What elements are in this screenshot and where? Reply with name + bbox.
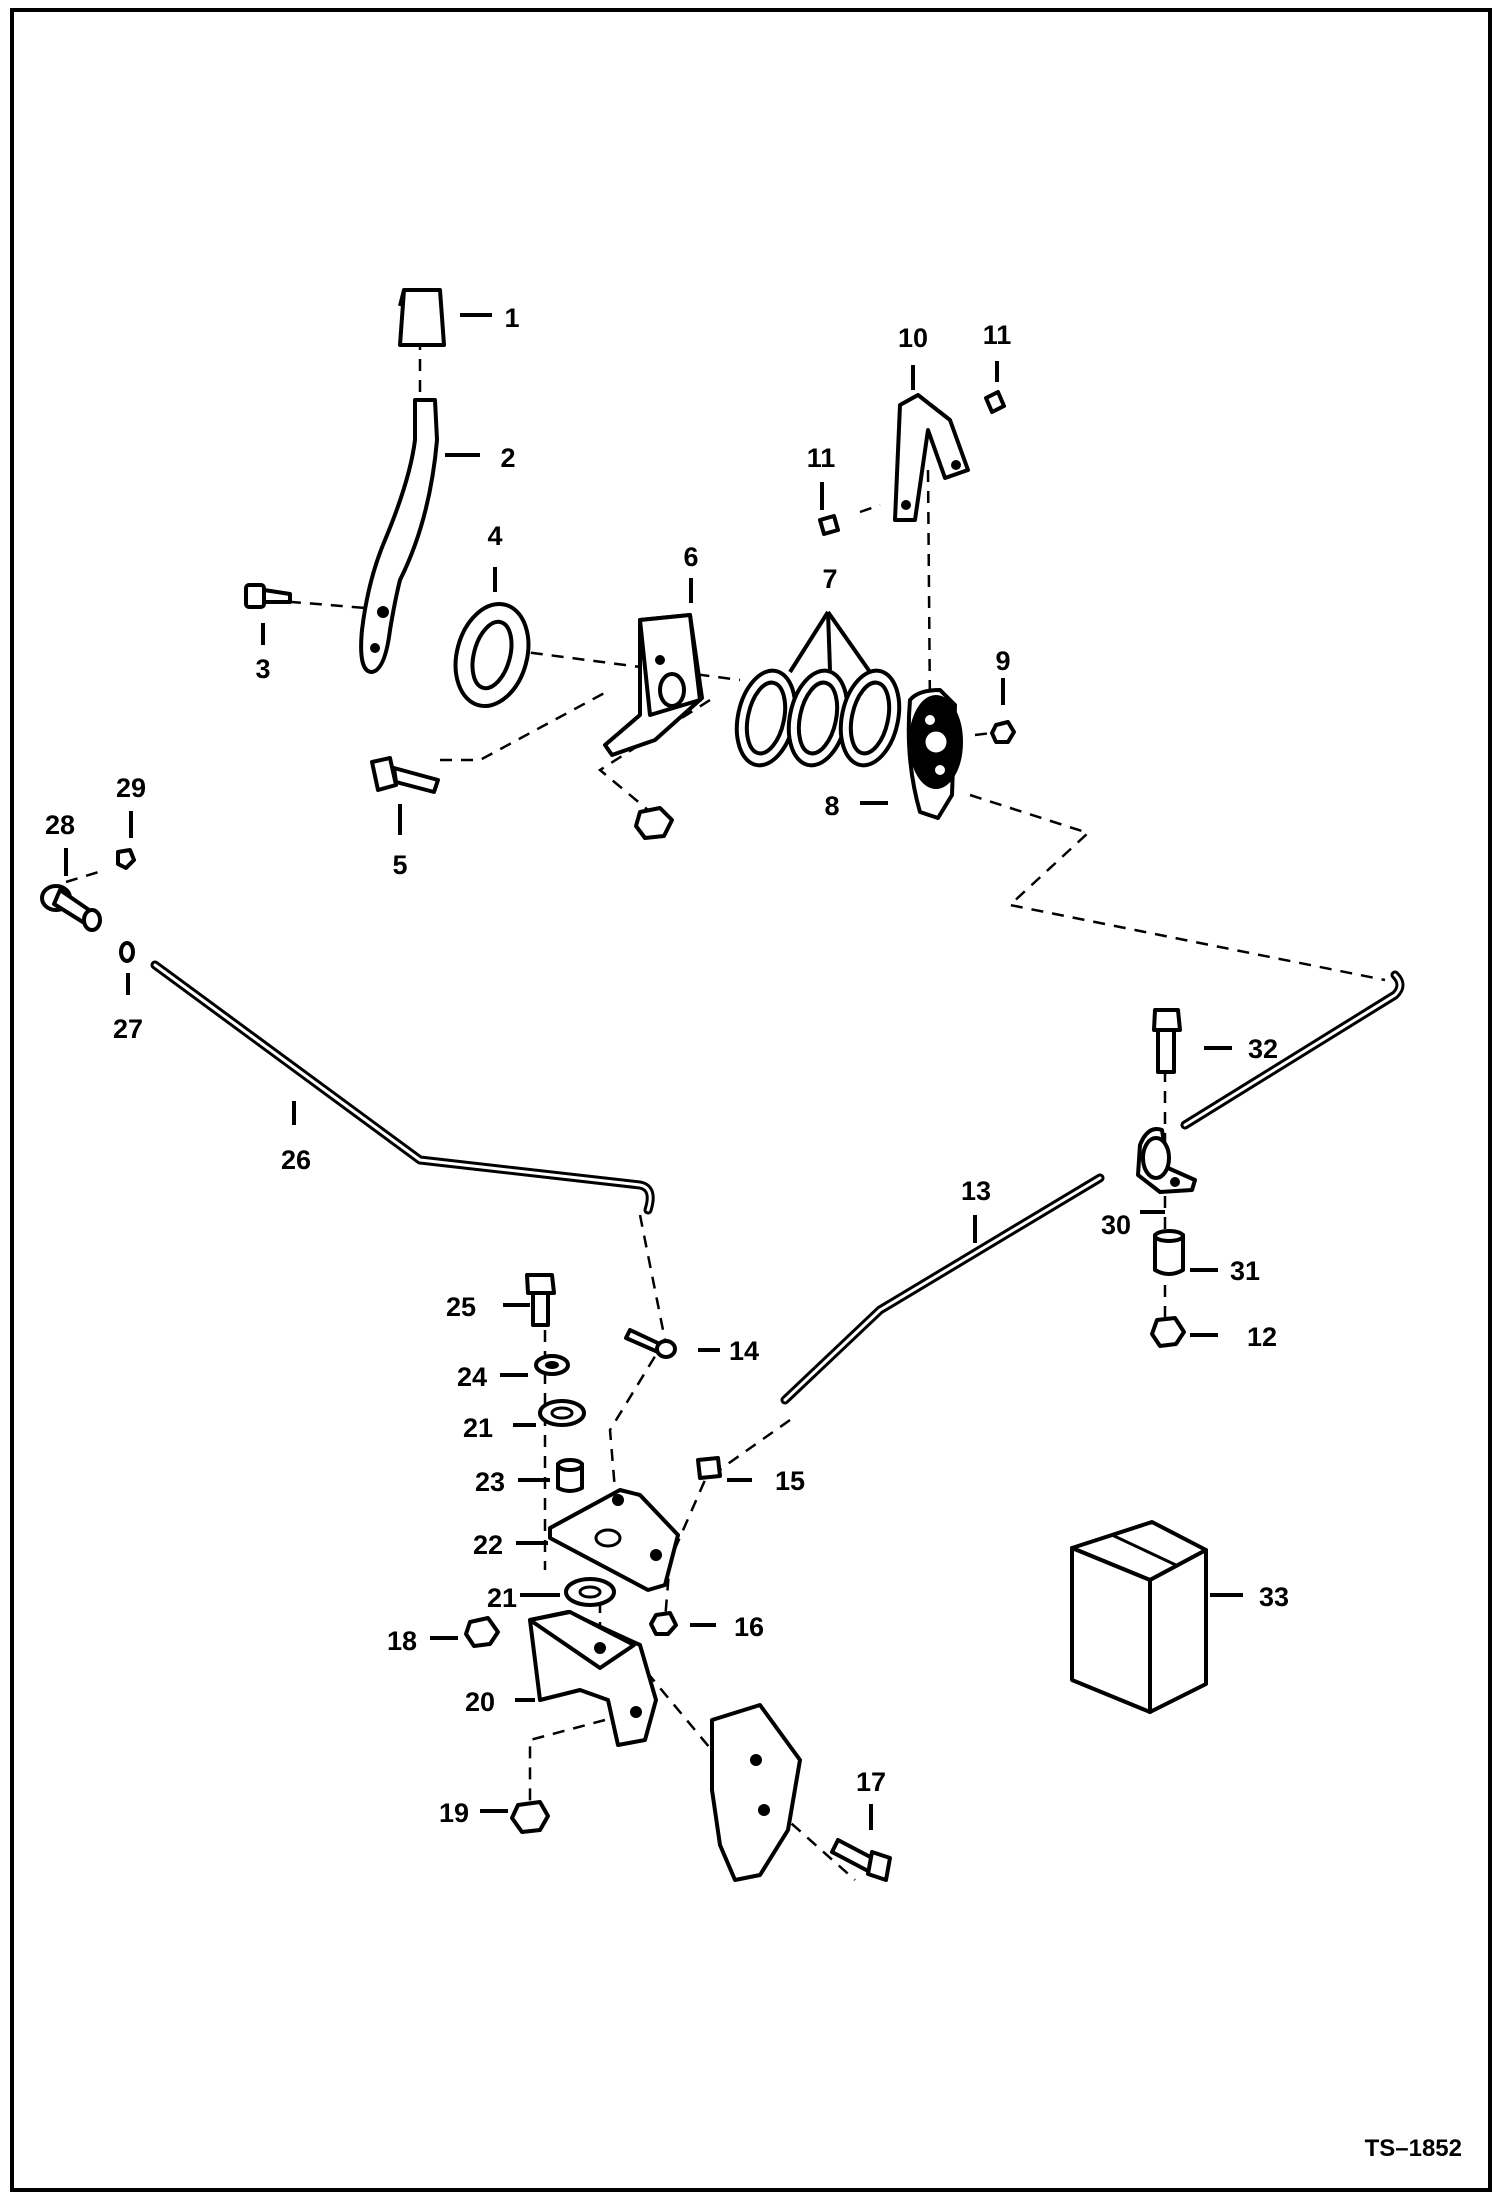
callout-24: 24 — [457, 1362, 487, 1392]
bracket-part-6 — [603, 613, 704, 757]
bolt-part-3 — [244, 583, 292, 609]
bolt-part-17 — [830, 1838, 892, 1882]
callout-2: 2 — [500, 443, 515, 473]
callout-3: 3 — [255, 654, 270, 684]
callout-labels: 1 2 4 3 6 5 7 9 8 10 11 11 29 28 27 26 3… — [45, 303, 1289, 1828]
screw-part-15 — [696, 1456, 722, 1480]
spacer-part-23 — [556, 1458, 584, 1493]
nut-part-18 — [464, 1616, 500, 1648]
callout-28: 28 — [45, 810, 75, 840]
nut-part-29 — [116, 848, 136, 870]
callout-10: 10 — [898, 323, 928, 353]
callout-27: 27 — [113, 1014, 143, 1044]
callout-19: 19 — [439, 1798, 469, 1828]
callout-21b: 21 — [487, 1583, 517, 1613]
hub-part-8 — [906, 688, 963, 820]
leader-lines — [64, 313, 1243, 1830]
callout-30: 30 — [1101, 1210, 1131, 1240]
callout-29: 29 — [116, 773, 146, 803]
nut-part-12 — [1150, 1316, 1186, 1348]
mounting-plate — [710, 1703, 802, 1882]
kit-box-part-33 — [1070, 1520, 1208, 1714]
rod-upper-right — [1180, 970, 1405, 1130]
callout-14: 14 — [729, 1336, 759, 1366]
callout-26: 26 — [281, 1145, 311, 1175]
callout-11b: 11 — [807, 443, 836, 473]
callout-7: 7 — [822, 564, 837, 594]
washers-part-7 — [734, 668, 902, 768]
callout-25: 25 — [446, 1292, 476, 1322]
plate-part-22 — [548, 1488, 680, 1592]
callout-11a: 11 — [983, 320, 1012, 350]
callout-8: 8 — [824, 791, 839, 821]
washer-part-21b — [564, 1577, 616, 1607]
washer-part-4 — [453, 601, 531, 709]
spacer-part-31 — [1153, 1229, 1185, 1276]
nut-part-19 — [510, 1800, 550, 1834]
nut-part-16 — [649, 1611, 678, 1636]
callout-32: 32 — [1248, 1034, 1278, 1064]
bolt-part-25 — [525, 1273, 556, 1327]
callout-9: 9 — [995, 646, 1010, 676]
washer-part-27 — [119, 941, 135, 963]
screw-part-11a — [984, 390, 1006, 414]
callout-5: 5 — [392, 850, 407, 880]
callout-23: 23 — [475, 1467, 505, 1497]
u-bracket-part-10 — [893, 393, 970, 522]
callout-4: 4 — [487, 521, 502, 551]
callout-15: 15 — [775, 1466, 805, 1496]
ball-joint-part-28 — [40, 884, 102, 932]
lever-part — [359, 398, 439, 674]
callout-1: 1 — [504, 303, 519, 333]
bolt-part-5 — [370, 756, 440, 794]
screw-part-11b — [818, 514, 840, 536]
callout-16: 16 — [734, 1612, 764, 1642]
callout-21a: 21 — [463, 1413, 493, 1443]
callout-18: 18 — [387, 1626, 417, 1656]
washer-part-21a — [538, 1399, 586, 1427]
callout-31: 31 — [1230, 1256, 1260, 1286]
callout-20: 20 — [465, 1687, 495, 1717]
rod-13 — [780, 1173, 1105, 1405]
nut-part-9 — [990, 720, 1016, 744]
clamp-part-30 — [1136, 1127, 1197, 1194]
rod-26 — [150, 960, 655, 1215]
washer-part-24 — [534, 1354, 570, 1376]
nut-part — [634, 806, 674, 840]
callout-17: 17 — [856, 1767, 886, 1797]
knob-part — [398, 288, 446, 347]
drawing-code: TS–1852 — [1365, 2135, 1462, 2162]
angle-bracket-part-20 — [528, 1610, 658, 1747]
callout-13: 13 — [961, 1176, 991, 1206]
callout-22: 22 — [473, 1530, 503, 1560]
callout-6: 6 — [683, 542, 698, 572]
callout-33: 33 — [1259, 1582, 1289, 1612]
callout-12: 12 — [1247, 1322, 1277, 1352]
pin-part-14 — [624, 1328, 677, 1359]
bolt-part-32 — [1152, 1008, 1182, 1074]
